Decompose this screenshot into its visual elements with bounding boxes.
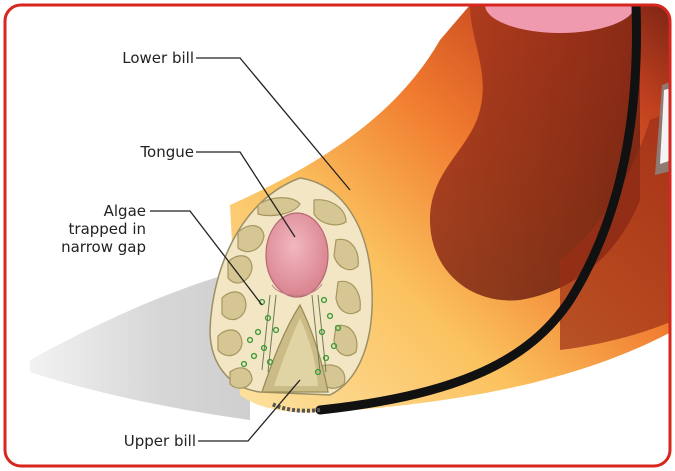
label-algae-line1: Algae (20, 202, 146, 220)
label-algae: Algae trapped in narrow gap (20, 202, 146, 256)
label-tongue: Tongue (70, 143, 194, 161)
tongue-shape (266, 213, 328, 297)
label-lower-bill: Lower bill (70, 49, 194, 67)
label-algae-line3: narrow gap (20, 238, 146, 256)
label-algae-line2: trapped in (20, 220, 146, 238)
label-upper-bill: Upper bill (70, 432, 196, 450)
